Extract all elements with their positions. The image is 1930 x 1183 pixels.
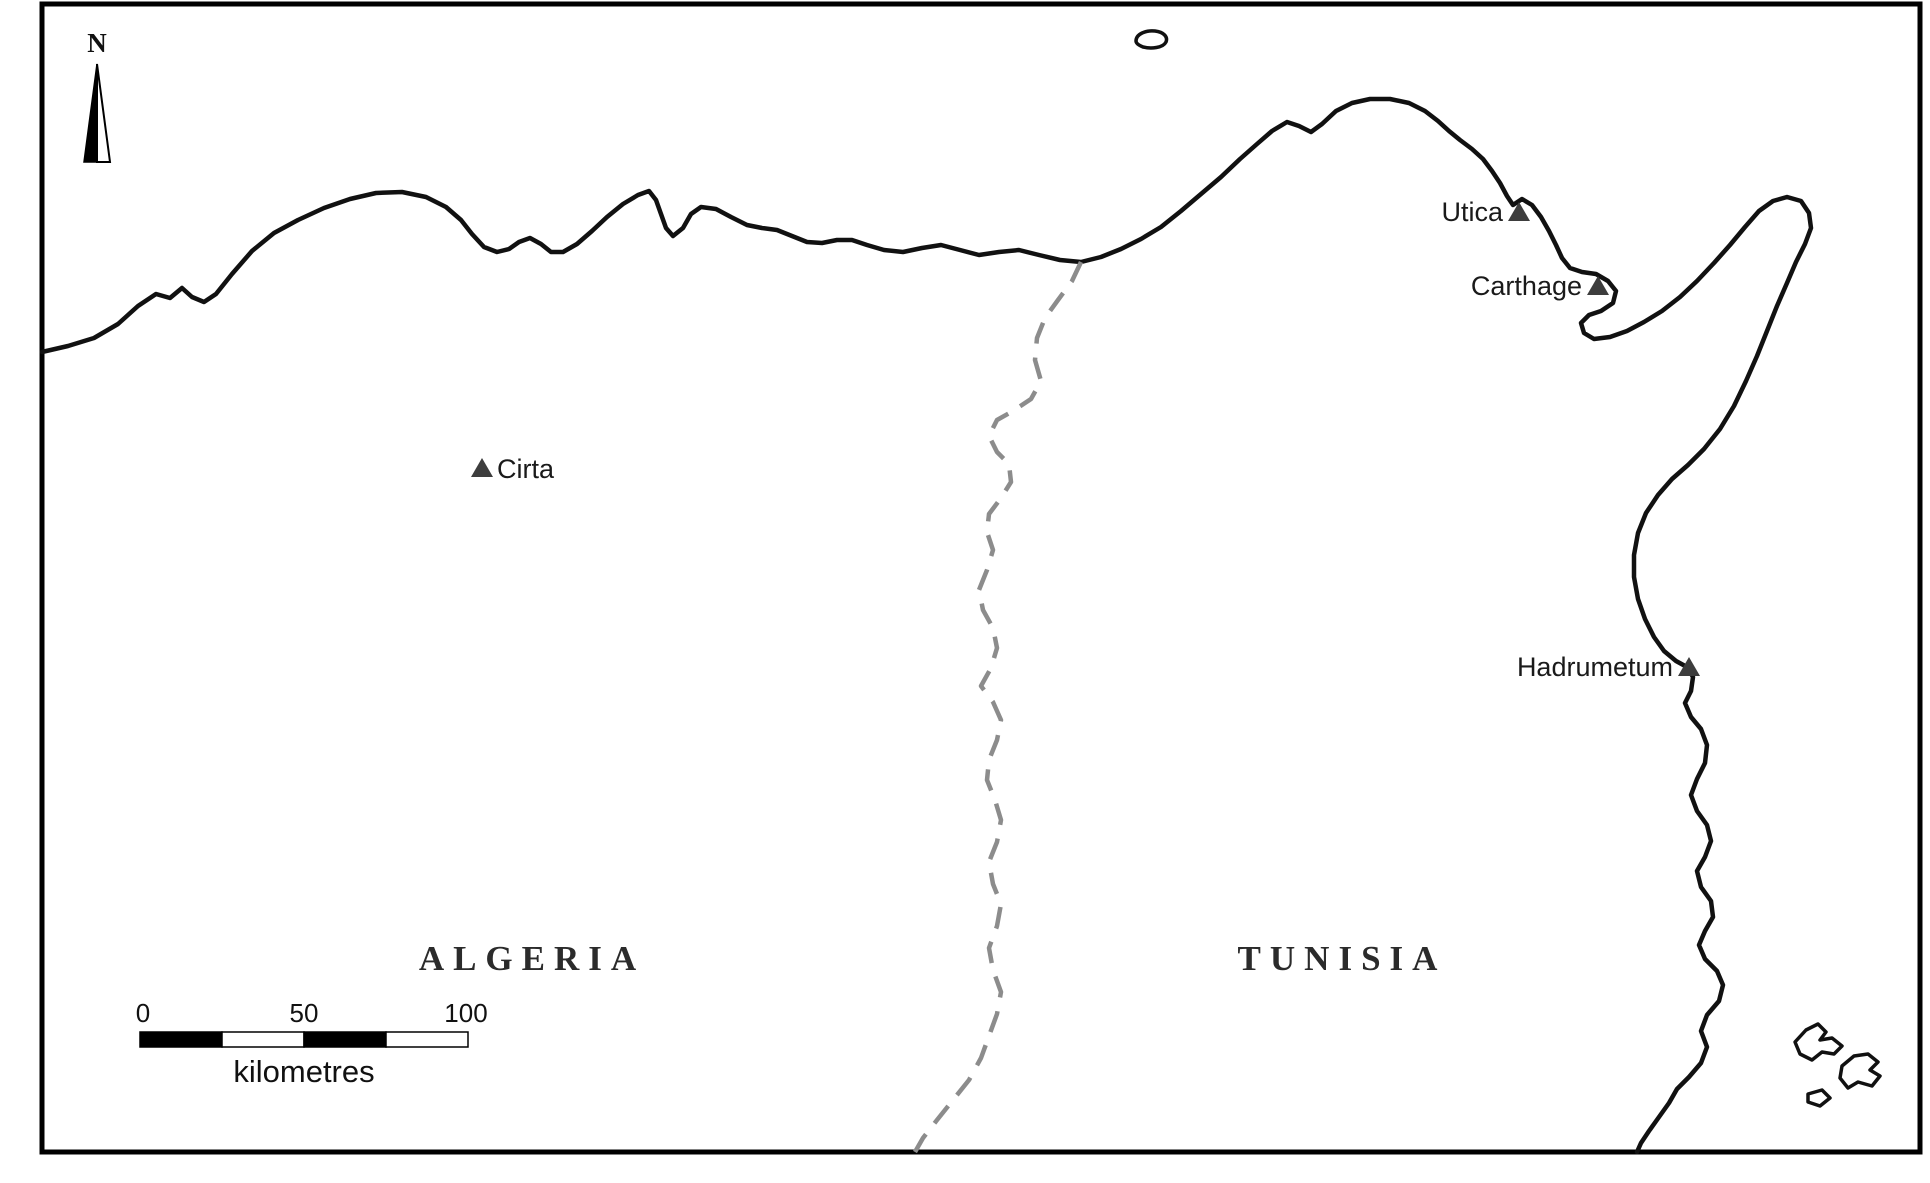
city-label-cirta: Cirta — [497, 454, 555, 484]
islet-north — [1134, 29, 1169, 50]
scale-segment-1 — [139, 1031, 223, 1048]
city-cirta: Cirta — [471, 454, 555, 484]
scale-unit-label: kilometres — [233, 1054, 374, 1089]
city-carthage: Carthage — [1471, 271, 1609, 301]
city-marker-hadrumetum — [1678, 657, 1700, 676]
coastline-path — [39, 96, 1814, 1155]
scale-tick-100: 100 — [444, 998, 487, 1028]
city-label-utica: Utica — [1441, 197, 1503, 227]
island-southeast-1 — [1793, 1022, 1844, 1062]
north-arrow-left-half — [83, 63, 98, 163]
scale-tick-0: 0 — [136, 998, 150, 1028]
city-label-hadrumetum: Hadrumetum — [1517, 652, 1673, 682]
map-frame — [39, 1, 1923, 1155]
city-hadrumetum: Hadrumetum — [1517, 652, 1700, 682]
scale-bar: 0 50 100 kilometres — [136, 998, 488, 1089]
island-southeast-3 — [1806, 1088, 1832, 1108]
north-label: N — [87, 28, 107, 58]
city-marker-utica — [1508, 202, 1530, 221]
scale-segment-2 — [221, 1031, 305, 1048]
algeria-tunisia-border — [913, 261, 1084, 1154]
island-southeast-2 — [1838, 1052, 1882, 1090]
scale-segment-4 — [385, 1031, 469, 1048]
city-label-carthage: Carthage — [1471, 271, 1582, 301]
city-marker-carthage — [1587, 276, 1609, 295]
city-marker-cirta — [471, 458, 493, 477]
north-arrow-right-half — [96, 63, 112, 163]
scale-segment-3 — [303, 1031, 387, 1048]
scale-tick-50: 50 — [290, 998, 319, 1028]
country-label-tunisia: TUNISIA — [1238, 939, 1447, 978]
city-utica: Utica — [1441, 197, 1530, 227]
country-label-algeria: ALGERIA — [419, 939, 645, 978]
north-arrow: N — [83, 28, 112, 163]
